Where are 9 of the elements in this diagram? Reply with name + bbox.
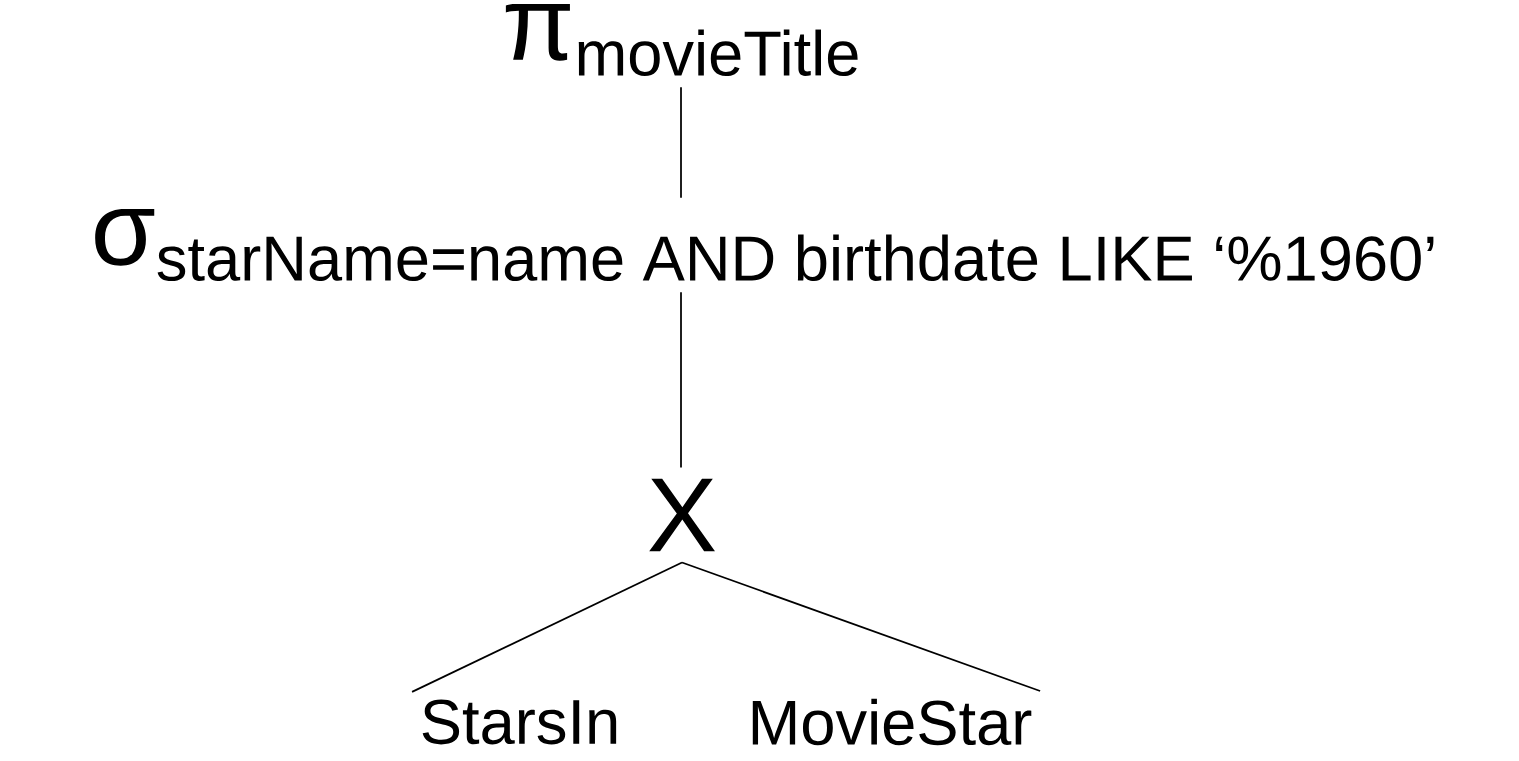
operator-label: $\text{σ}_{\text{starName=name AND birthdate LIKE ‘\%1960’}}$ — [95, 208, 1434, 281]
tree-line — [680, 291, 682, 469]
tree-line — [411, 561, 683, 693]
operator-label: $\text{π}_{\text{movieTitle}}$ — [505, 3, 858, 76]
tree-line — [680, 86, 682, 199]
relation-label: MovieStar — [752, 698, 1032, 746]
operator-label: X — [649, 478, 715, 552]
tree-line — [681, 561, 1041, 692]
relation-label: StarsIn — [422, 699, 617, 745]
